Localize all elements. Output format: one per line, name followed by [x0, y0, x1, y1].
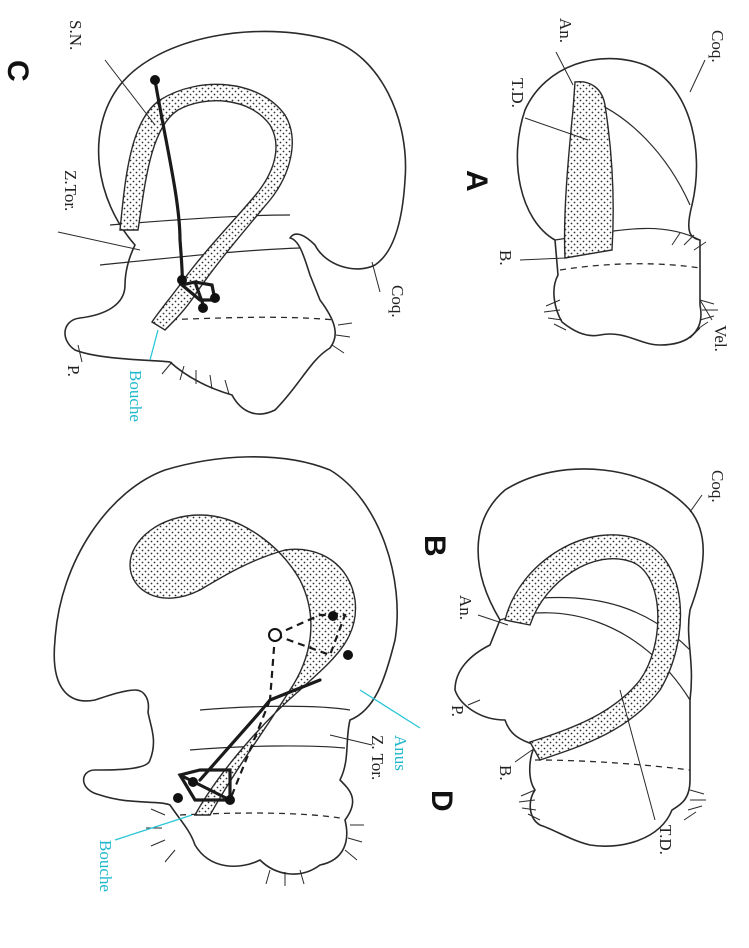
label-b-p: P. — [448, 705, 467, 717]
panel-a-letter: A — [460, 170, 493, 192]
label-d-anus: Anus — [391, 735, 410, 771]
label-d-ztor: Z. Tor. — [368, 735, 387, 780]
label-c-ztor: Z.Tor. — [61, 170, 80, 211]
panel-b-letter: B — [418, 535, 451, 557]
panel-b-cilia — [519, 790, 706, 820]
panel-c-ganglion-4 — [198, 303, 208, 313]
panel-b-digestive-tract — [505, 535, 680, 760]
label-a-td: T.D. — [508, 78, 527, 108]
label-b-an: An. — [456, 595, 475, 620]
panel-d-cilia — [146, 809, 364, 886]
panel-a: A Coq. An. T.D. B. Vel. — [460, 18, 730, 352]
panel-d-ganglion-open — [269, 629, 281, 641]
panel-d-torsion-zone-line-1 — [200, 706, 350, 710]
label-b-td: T.D. — [656, 825, 675, 855]
panel-a-velum-line — [560, 264, 700, 270]
label-b-b: B. — [496, 765, 515, 781]
label-d-bouche: Bouche — [96, 840, 115, 892]
label-a-b: B. — [496, 250, 515, 266]
panel-d-ganglion-1 — [328, 611, 338, 621]
panel-b-velum-line — [535, 760, 690, 770]
panel-d-letter: D — [425, 790, 458, 812]
panel-d-ganglion-2 — [343, 650, 353, 660]
panel-d-ganglion-3 — [188, 777, 198, 787]
label-a-an: An. — [556, 18, 575, 43]
label-c-coq: Coq. — [388, 285, 407, 318]
label-b-coq: Coq. — [708, 470, 727, 503]
panel-c: C S.N. Z.Tor. Coq. P. Bouche — [1, 20, 407, 422]
label-c-p: P. — [64, 365, 83, 377]
panel-c-ganglion-2 — [177, 275, 187, 285]
label-c-sn: S.N. — [66, 20, 85, 50]
panel-a-digestive-tract — [565, 82, 614, 258]
panel-c-ganglion-1 — [150, 75, 160, 85]
panel-c-digestive-tract — [120, 84, 292, 330]
panel-d-torsion-zone-line-2 — [190, 746, 345, 750]
panel-b: B Coq. An. P. B. T.D. — [418, 469, 727, 855]
label-a-vel: Vel. — [711, 325, 730, 352]
panel-d-ganglion-5 — [225, 795, 235, 805]
panel-d-ganglion-4 — [173, 793, 183, 803]
panel-c-letter: C — [1, 60, 34, 82]
panel-d: D Anus Z. Tor. Bouche — [54, 457, 458, 892]
panel-c-ganglion-3 — [210, 293, 220, 303]
panel-c-velum-line — [160, 317, 335, 320]
label-a-coq: Coq. — [708, 30, 727, 63]
panel-c-cilia — [162, 323, 352, 394]
label-c-bouche: Bouche — [126, 370, 145, 422]
